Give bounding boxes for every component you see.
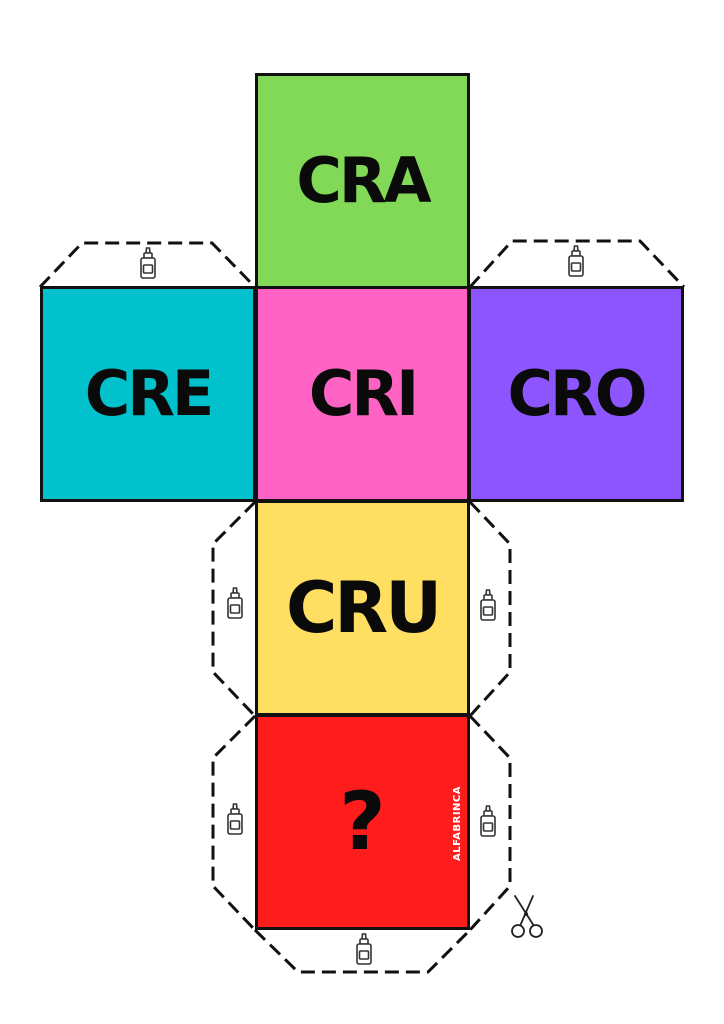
brand-text: ALFABRINCA bbox=[452, 785, 464, 861]
flap-bottom-right bbox=[468, 714, 512, 932]
flap-cru-right bbox=[468, 500, 512, 718]
flap-bottom-left bbox=[211, 714, 257, 932]
flap-top-left bbox=[38, 241, 257, 289]
glue-bottle-icon bbox=[568, 245, 584, 277]
face-label: ? bbox=[339, 775, 386, 868]
face-label: CRA bbox=[296, 144, 431, 217]
glue-bottle-icon bbox=[480, 589, 496, 621]
scissors-icon bbox=[511, 895, 543, 938]
face-cro: CRO bbox=[468, 286, 684, 502]
flap-cru-left bbox=[211, 500, 257, 718]
glue-bottle-icon bbox=[227, 587, 243, 619]
glue-bottle-icon bbox=[356, 933, 372, 965]
flap-bottom bbox=[253, 928, 472, 974]
face-label: CRE bbox=[84, 357, 215, 430]
face-label: CRU bbox=[285, 567, 442, 649]
glue-bottle-icon bbox=[227, 803, 243, 835]
brand-watermark: ALFABRINCA bbox=[444, 778, 472, 868]
face-label: CRI bbox=[308, 357, 419, 430]
face-cri: CRI bbox=[255, 286, 470, 502]
glue-bottle-icon bbox=[140, 247, 156, 279]
flap-top-right bbox=[468, 239, 686, 289]
glue-bottle-icons bbox=[140, 245, 584, 965]
face-cru: CRU bbox=[255, 500, 470, 716]
face-cra: CRA bbox=[255, 73, 470, 289]
glue-bottle-icon bbox=[480, 805, 496, 837]
face-cre: CRE bbox=[40, 286, 256, 502]
face-question: ? bbox=[255, 714, 470, 930]
face-label: CRO bbox=[507, 357, 648, 430]
